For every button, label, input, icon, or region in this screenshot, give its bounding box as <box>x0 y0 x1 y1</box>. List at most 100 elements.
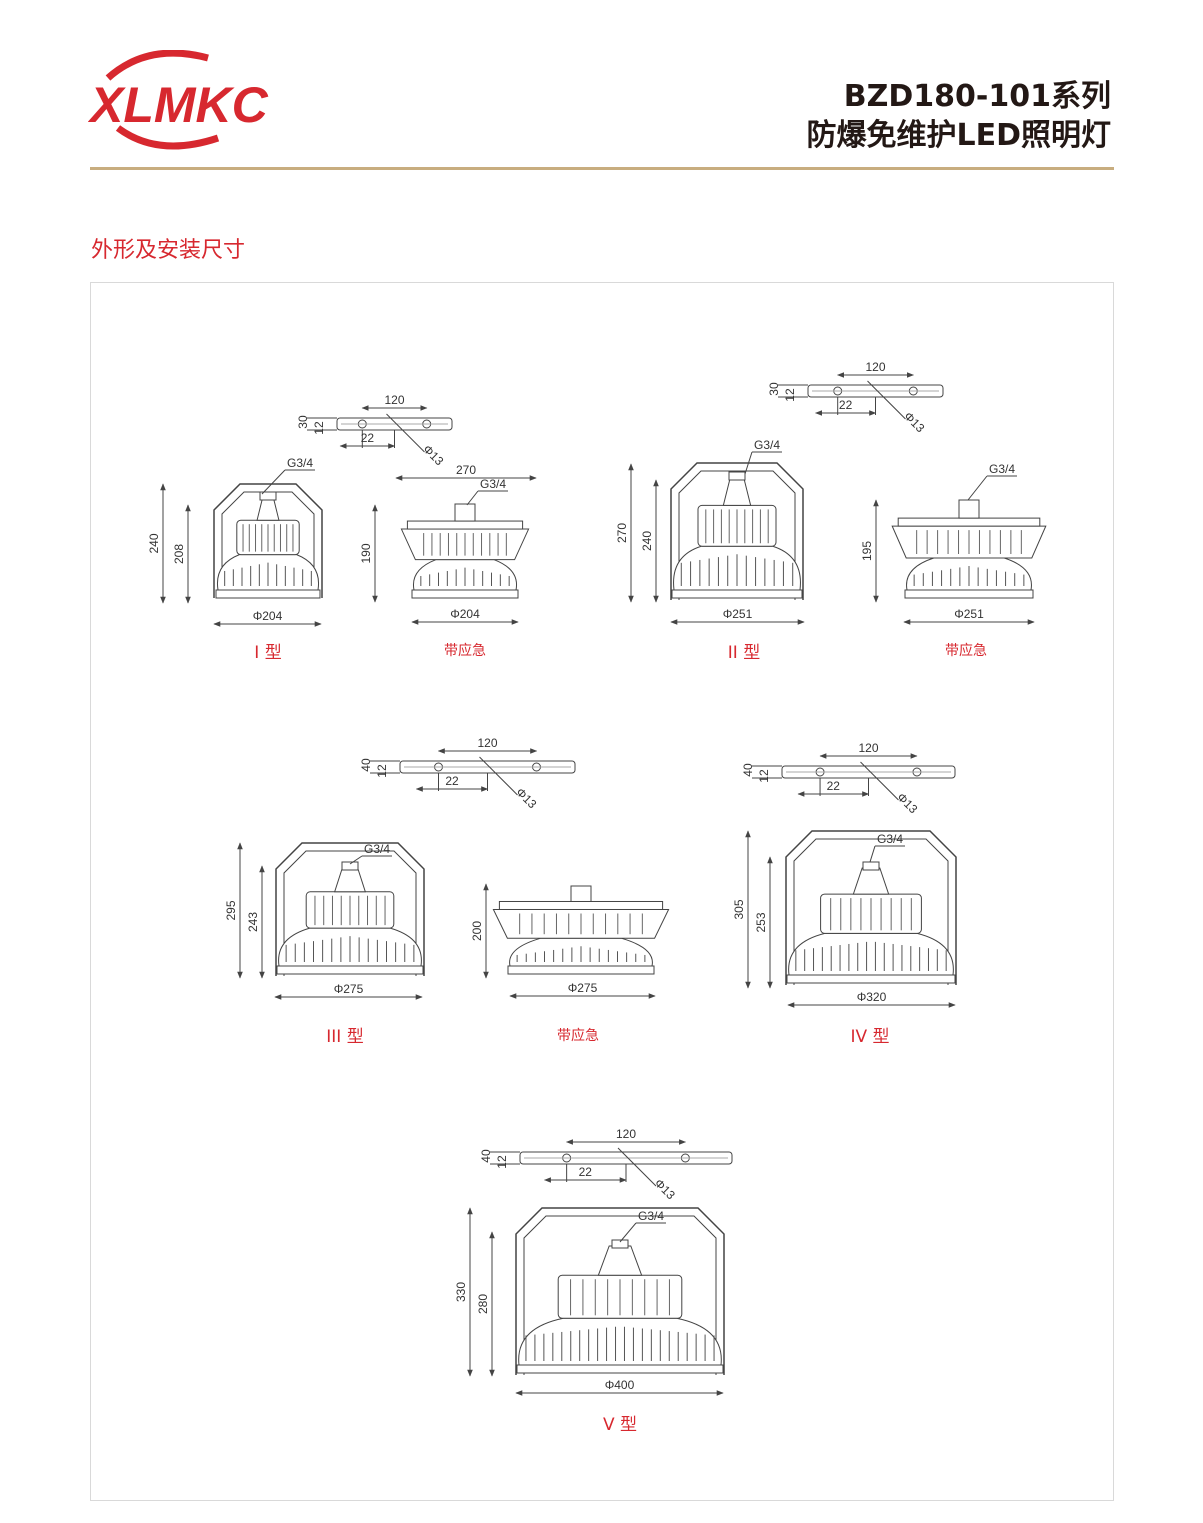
dimension-label: 22 <box>361 431 375 445</box>
bracket-height-label: 30 <box>767 382 781 396</box>
bracket-offset-dim: 22 <box>815 398 877 416</box>
thread-label: G3/4 <box>877 832 903 846</box>
bracket-length-dim: 120 <box>565 1127 687 1145</box>
hanger-hoop <box>785 830 957 985</box>
type-iii-emergency-label: 带应急 <box>557 1027 599 1044</box>
dimension-label: 120 <box>384 393 404 407</box>
header-rule <box>90 167 1114 170</box>
bracket-offset-dim: 22 <box>415 774 489 792</box>
type-iii-body-height: 243 <box>246 865 265 979</box>
dimension-label: Φ275 <box>568 981 598 995</box>
dimension-label: Φ320 <box>857 990 887 1004</box>
dimension-label: Φ204 <box>253 609 283 623</box>
hoop-inner <box>523 1215 717 1375</box>
thread-entry <box>958 499 980 519</box>
hole-diameter-label: Φ13 <box>652 1176 678 1202</box>
hoop-inner <box>793 838 949 985</box>
title-line-2: 防爆免维护LED照明灯 <box>806 118 1111 153</box>
dimension-label: Φ275 <box>334 982 364 996</box>
document-title: BZD180-101系列 防爆免维护LED照明灯 <box>806 78 1111 156</box>
hoop-frame <box>670 462 804 600</box>
type-v-total-height: 330 <box>454 1207 473 1377</box>
hoop-frame <box>275 842 425 976</box>
hoop-frame <box>515 1207 725 1375</box>
bracket-thickness-label: 12 <box>375 764 389 778</box>
xlmkc-logo: XLMKC <box>88 50 269 150</box>
type-iii-lamp <box>276 861 424 975</box>
bracket-length-dim: 120 <box>837 360 914 378</box>
cable-gland <box>722 477 752 506</box>
leader-line <box>744 451 753 475</box>
dimension-label: 270 <box>456 463 476 477</box>
lens-plate <box>904 589 1034 599</box>
bracket-offset-dim: 22 <box>543 1165 627 1183</box>
hanger-hoop <box>670 462 804 600</box>
cable-gland <box>333 867 367 893</box>
dimension-label: 190 <box>359 543 373 563</box>
type-iv-total-height: 305 <box>732 830 751 989</box>
leader-line <box>619 1222 637 1243</box>
leader-line <box>869 845 876 863</box>
hole-diameter-label: Φ13 <box>513 785 539 811</box>
type-i-diameter: Φ204 <box>213 609 322 627</box>
title-line-1: BZD180-101系列 <box>843 79 1111 114</box>
type-iii-emergency-lamp <box>492 885 670 975</box>
bracket-height-label: 40 <box>359 758 373 772</box>
cable-gland <box>852 867 890 895</box>
dimension-label: Φ400 <box>605 1378 635 1392</box>
type-i-body-height: 208 <box>172 504 191 604</box>
type-ii-lamp <box>671 471 803 599</box>
drawing-panel <box>90 282 1114 1501</box>
thread-label: G3/4 <box>754 438 780 452</box>
thread-entry <box>862 861 880 871</box>
type-ii-body-height: 240 <box>640 479 659 603</box>
bracket-thickness-label: 12 <box>312 421 326 435</box>
type-iii-total-height: 295 <box>224 842 243 979</box>
thread-label: G3/4 <box>638 1209 664 1223</box>
dimension-label: 295 <box>224 900 238 920</box>
dimension-label: 208 <box>172 544 186 564</box>
thread-entry <box>570 885 592 902</box>
dimension-label: 240 <box>147 533 161 553</box>
type-i-emergency-height: 190 <box>359 504 378 603</box>
hanger-hoop <box>275 842 425 976</box>
type-iv-body-height: 253 <box>754 856 773 989</box>
lens-plate <box>671 589 803 599</box>
dimension-label: Φ251 <box>954 607 984 621</box>
lens-plate <box>786 974 956 984</box>
section-title: 外形及安装尺寸 <box>91 238 246 263</box>
hole-diameter-label: Φ13 <box>901 409 927 435</box>
heatsink-body <box>518 1317 722 1366</box>
dimension-label: 22 <box>839 398 853 412</box>
bracket-length-dim: 120 <box>437 736 538 754</box>
type-ii-emergency-height: 195 <box>860 499 879 603</box>
type-ii-label: II 型 <box>728 643 760 663</box>
dimension-label: 195 <box>860 541 874 561</box>
lens-plate <box>215 589 321 599</box>
dimension-label: 200 <box>470 921 484 941</box>
dimension-label: 305 <box>732 899 746 919</box>
type-ii-diameter: Φ251 <box>670 607 805 625</box>
dimension-label: 270 <box>615 523 629 543</box>
lens-plate <box>507 965 655 975</box>
bracket-offset-dim: 22 <box>339 431 396 449</box>
hoop-frame <box>213 483 323 598</box>
dimension-label: 330 <box>454 1282 468 1302</box>
bracket-thickness-label: 12 <box>783 388 797 402</box>
bracket-offset-dim: 22 <box>797 779 870 797</box>
dimension-label: 240 <box>640 531 654 551</box>
thread-label: G3/4 <box>989 462 1015 476</box>
dimension-label: 120 <box>477 736 497 750</box>
thread-entry <box>728 471 746 481</box>
type-iv-label: IV 型 <box>850 1027 889 1047</box>
leader-line <box>466 490 479 506</box>
leader-line <box>349 855 363 865</box>
dimension-label: 120 <box>616 1127 636 1141</box>
type-i-emergency-width: 270 <box>395 463 537 481</box>
lens-plate <box>411 589 519 599</box>
